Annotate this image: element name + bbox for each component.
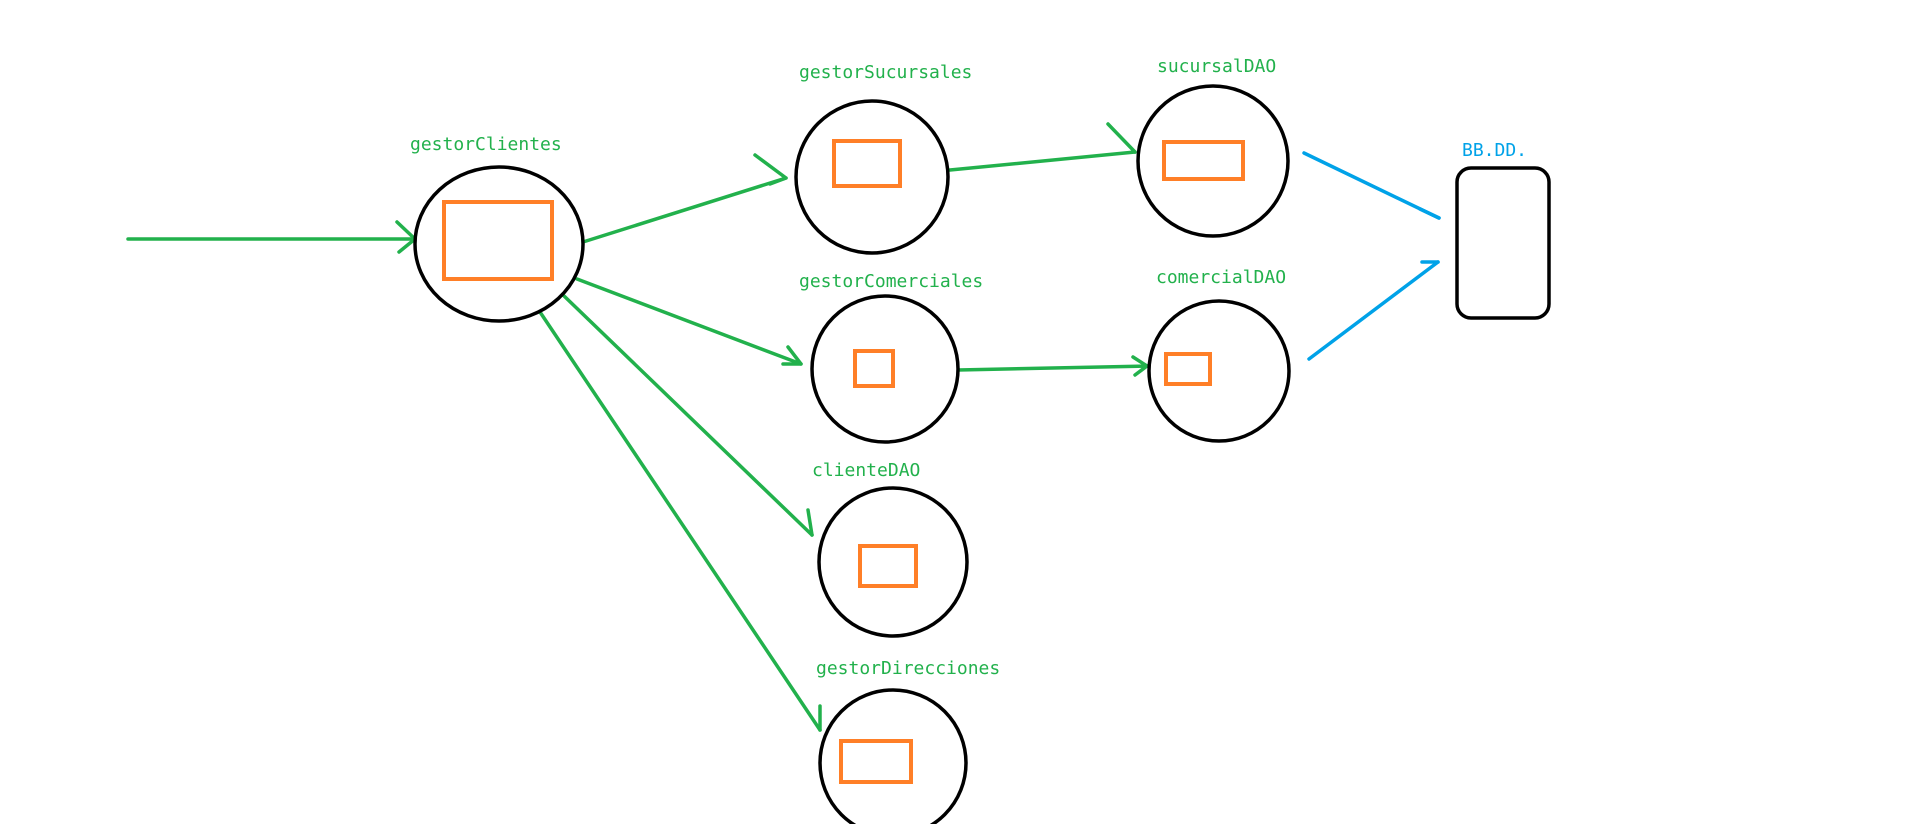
database-label: BB.DD. (1462, 140, 1527, 161)
node-comercialDAO: comercialDAO (1147, 267, 1291, 443)
edge-gestorClientes-to-gestorSucursales (581, 153, 788, 244)
component-box (1162, 140, 1245, 181)
edge-line (948, 150, 1137, 172)
node-gestorComerciales: gestorComerciales (799, 271, 983, 444)
edge-line (560, 292, 814, 537)
edge-gestorComerciales-to-comercialDAO (956, 355, 1149, 377)
node-circle (413, 165, 585, 323)
node-circle (794, 99, 950, 255)
node-circle (817, 486, 969, 638)
node-label: gestorSucursales (799, 62, 972, 83)
component-box (858, 544, 918, 588)
node-label: gestorComerciales (799, 271, 983, 292)
edge-sucursalDAO-to-database (1302, 151, 1441, 220)
edge-line (956, 364, 1149, 372)
arrowhead-icon (1131, 355, 1149, 377)
node-clienteDAO: clienteDAO (812, 460, 969, 638)
edge-gestorClientes-to-clienteDAO (560, 292, 814, 537)
node-gestorSucursales: gestorSucursales (794, 62, 972, 255)
arrowhead-icon (781, 345, 803, 366)
edge-line (575, 277, 803, 366)
edge-entry-to-gestorClientes (126, 220, 417, 254)
edge-gestorClientes-to-gestorDirecciones (538, 310, 822, 732)
database-icon (1455, 166, 1551, 320)
node-label: sucursalDAO (1157, 56, 1276, 77)
component-box (853, 349, 895, 388)
node-gestorDirecciones: gestorDirecciones (816, 658, 1000, 824)
arrowhead-icon (395, 220, 417, 254)
edge-line (1307, 260, 1440, 361)
node-circle (818, 688, 968, 824)
arrowhead-icon (1106, 122, 1137, 154)
node-circle (1147, 299, 1291, 443)
edge-line (538, 310, 822, 732)
arrowhead-icon (806, 508, 814, 537)
node-label: comercialDAO (1156, 267, 1286, 288)
component-box (442, 200, 554, 281)
edge-gestorClientes-to-gestorComerciales (575, 277, 803, 366)
edge-line (581, 176, 788, 244)
node-gestorClientes: gestorClientes (410, 134, 585, 323)
arrowhead-icon (1418, 207, 1441, 220)
edge-comercialDAO-to-database (1307, 260, 1440, 361)
node-label: gestorClientes (410, 134, 562, 155)
arrowhead-icon (753, 153, 788, 186)
component-box (839, 739, 913, 784)
node-label: gestorDirecciones (816, 658, 1000, 679)
node-circle (810, 294, 960, 444)
edge-line (1302, 151, 1441, 220)
edge-gestorSucursales-to-sucursalDAO (948, 122, 1137, 172)
component-box (1164, 352, 1212, 386)
node-circle (1136, 84, 1290, 238)
edges (126, 122, 1441, 732)
node-label: clienteDAO (812, 460, 920, 481)
component-box (832, 139, 902, 188)
database-node: BB.DD. (1455, 140, 1551, 320)
node-sucursalDAO: sucursalDAO (1136, 56, 1290, 238)
